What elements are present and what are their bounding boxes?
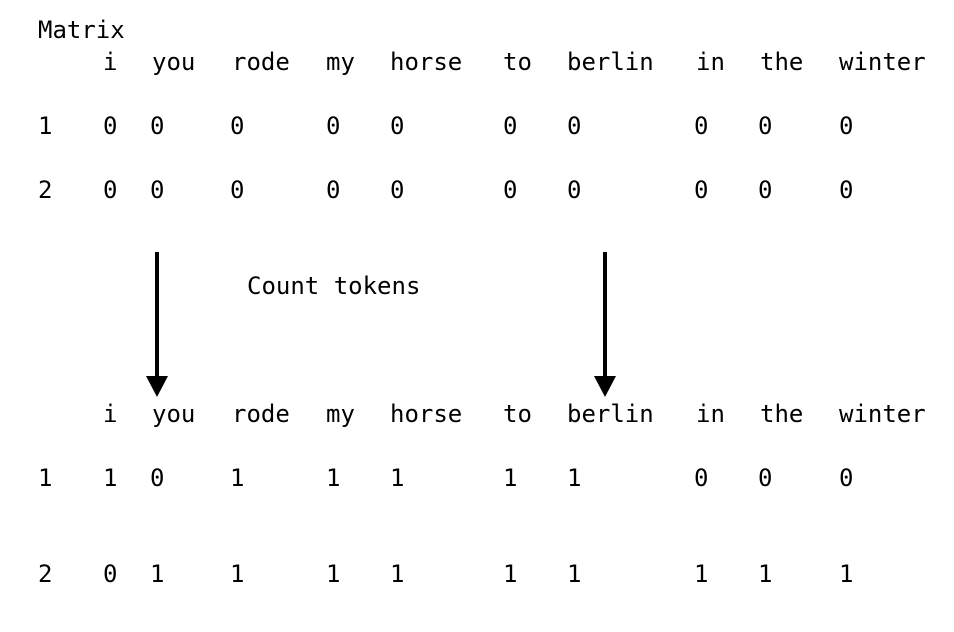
- column-header-you: you: [152, 48, 196, 76]
- cell-value: 1: [230, 560, 245, 588]
- cell-value: 1: [326, 560, 341, 588]
- cell-value: 0: [390, 176, 405, 204]
- cell-value: 0: [103, 112, 118, 140]
- cell-value: 0: [503, 112, 518, 140]
- column-header-berlin: berlin: [567, 400, 654, 428]
- cell-value: 1: [503, 560, 518, 588]
- cell-value: 1: [839, 560, 854, 588]
- column-header-winter: winter: [839, 48, 926, 76]
- cell-value: 0: [758, 112, 773, 140]
- cell-value: 0: [839, 176, 854, 204]
- cell-value: 0: [150, 464, 165, 492]
- cell-value: 0: [567, 112, 582, 140]
- cell-value: 1: [503, 464, 518, 492]
- row-label: 2: [38, 176, 53, 204]
- column-header-in: in: [696, 48, 725, 76]
- cell-value: 0: [839, 112, 854, 140]
- column-header-winter: winter: [839, 400, 926, 428]
- cell-value: 1: [150, 560, 165, 588]
- column-header-in: in: [696, 400, 725, 428]
- row-label: 2: [38, 560, 53, 588]
- cell-value: 1: [390, 560, 405, 588]
- cell-value: 0: [758, 176, 773, 204]
- column-header-i: i: [103, 400, 118, 428]
- column-header-the: the: [760, 400, 804, 428]
- cell-value: 1: [694, 560, 709, 588]
- cell-value: 1: [567, 560, 582, 588]
- cell-value: 0: [694, 112, 709, 140]
- cell-value: 0: [390, 112, 405, 140]
- cell-value: 0: [758, 464, 773, 492]
- down-arrow-right: [594, 252, 616, 397]
- cell-value: 0: [150, 176, 165, 204]
- matrix-title: Matrix: [38, 16, 125, 44]
- column-header-you: you: [152, 400, 196, 428]
- column-header-horse: horse: [390, 400, 463, 428]
- cell-value: 1: [230, 464, 245, 492]
- cell-value: 1: [567, 464, 582, 492]
- cell-value: 0: [567, 176, 582, 204]
- cell-value: 1: [390, 464, 405, 492]
- cell-value: 1: [326, 464, 341, 492]
- cell-value: 0: [230, 176, 245, 204]
- column-header-my: my: [326, 400, 355, 428]
- cell-value: 0: [326, 112, 341, 140]
- cell-value: 0: [150, 112, 165, 140]
- cell-value: 0: [694, 176, 709, 204]
- cell-value: 0: [326, 176, 341, 204]
- column-header-rode: rode: [232, 400, 290, 428]
- cell-value: 0: [503, 176, 518, 204]
- cell-value: 0: [839, 464, 854, 492]
- column-header-horse: horse: [390, 48, 463, 76]
- column-header-to: to: [503, 48, 532, 76]
- column-header-to: to: [503, 400, 532, 428]
- cell-value: 0: [103, 176, 118, 204]
- column-header-the: the: [760, 48, 804, 76]
- down-arrow-left: [146, 252, 168, 397]
- count-tokens-label: Count tokens: [247, 272, 421, 300]
- column-header-i: i: [103, 48, 118, 76]
- cell-value: 1: [758, 560, 773, 588]
- cell-value: 1: [103, 464, 118, 492]
- cell-value: 0: [103, 560, 118, 588]
- column-header-berlin: berlin: [567, 48, 654, 76]
- row-label: 1: [38, 112, 53, 140]
- cell-value: 0: [694, 464, 709, 492]
- column-header-my: my: [326, 48, 355, 76]
- column-header-rode: rode: [232, 48, 290, 76]
- row-label: 1: [38, 464, 53, 492]
- cell-value: 0: [230, 112, 245, 140]
